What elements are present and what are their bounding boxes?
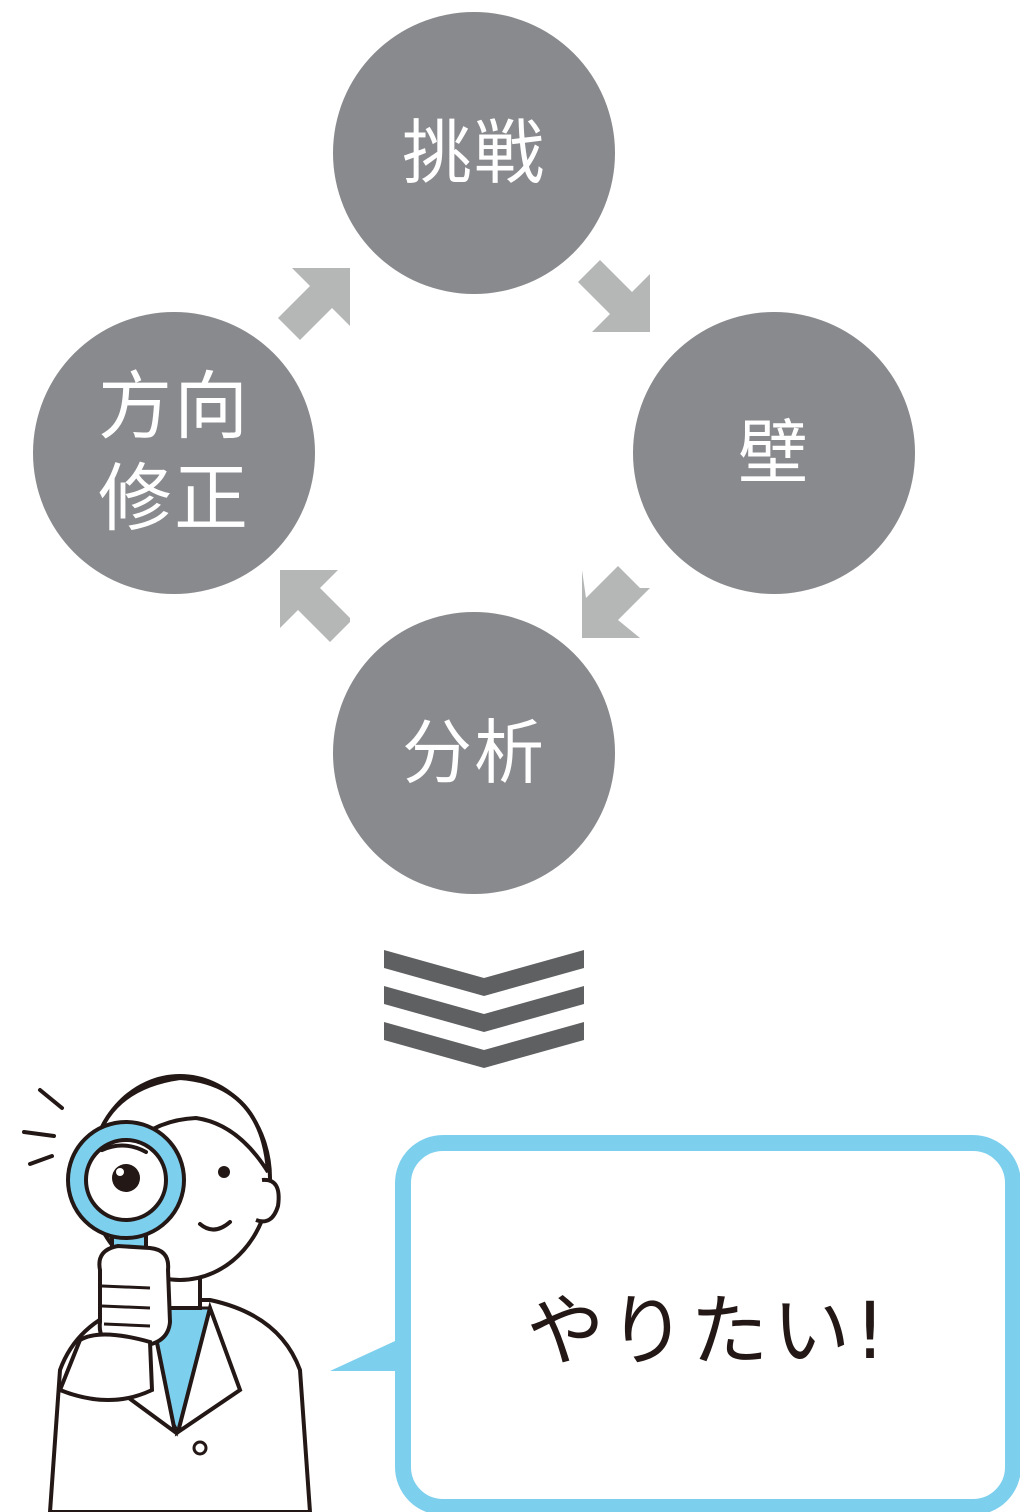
node-challenge: 挑戦 [333, 12, 615, 294]
arrow-challenge-to-wall-icon [578, 260, 650, 332]
speech-bubble-text: やりたい! [526, 1287, 890, 1377]
node-analysis-label: 分析 [402, 712, 546, 794]
node-correction-label-line1: 方向 [98, 363, 250, 450]
coat-lapel-right [174, 1301, 243, 1437]
ear [255, 1177, 281, 1224]
node-correction: 方向 修正 [33, 312, 315, 594]
arrow-correction-to-challenge-icon [278, 268, 350, 340]
arrow-wall-to-analysis-icon [582, 566, 650, 638]
arrow-analysis-to-correction-icon [280, 570, 350, 642]
hand [97, 1243, 173, 1349]
finger-lines [101, 1284, 151, 1328]
chevron-down-icon [384, 950, 584, 996]
triple-chevron-down-icon [384, 950, 584, 1068]
arrow-shape [280, 570, 350, 642]
speech-bubble-border [395, 1135, 1020, 1512]
arrow-shape [582, 566, 650, 638]
coat-button [192, 1440, 208, 1456]
magnified-brow [100, 1143, 148, 1154]
arrow-shape [578, 260, 650, 332]
node-wall: 壁 [633, 312, 915, 594]
node-wall-label: 壁 [738, 412, 810, 494]
arrow-shape [278, 268, 350, 340]
speech-bubble-tail [330, 1335, 408, 1371]
chevron-down-icon [384, 1022, 584, 1068]
person-with-magnifying-glass-illustration [22, 1074, 313, 1512]
chevron-down-icon [384, 986, 584, 1032]
node-analysis: 分析 [333, 612, 615, 894]
node-correction-label-line2: 修正 [98, 456, 250, 542]
magnified-eye-highlight [116, 1168, 124, 1176]
smile [198, 1220, 232, 1232]
magnified-eye [112, 1164, 140, 1192]
sleeve [57, 1332, 155, 1402]
sparkle-lines-icon [22, 1088, 64, 1166]
eye [218, 1166, 230, 1178]
hair [89, 1075, 270, 1174]
node-challenge-label: 挑戦 [402, 112, 546, 194]
speech-bubble [330, 1135, 1020, 1512]
